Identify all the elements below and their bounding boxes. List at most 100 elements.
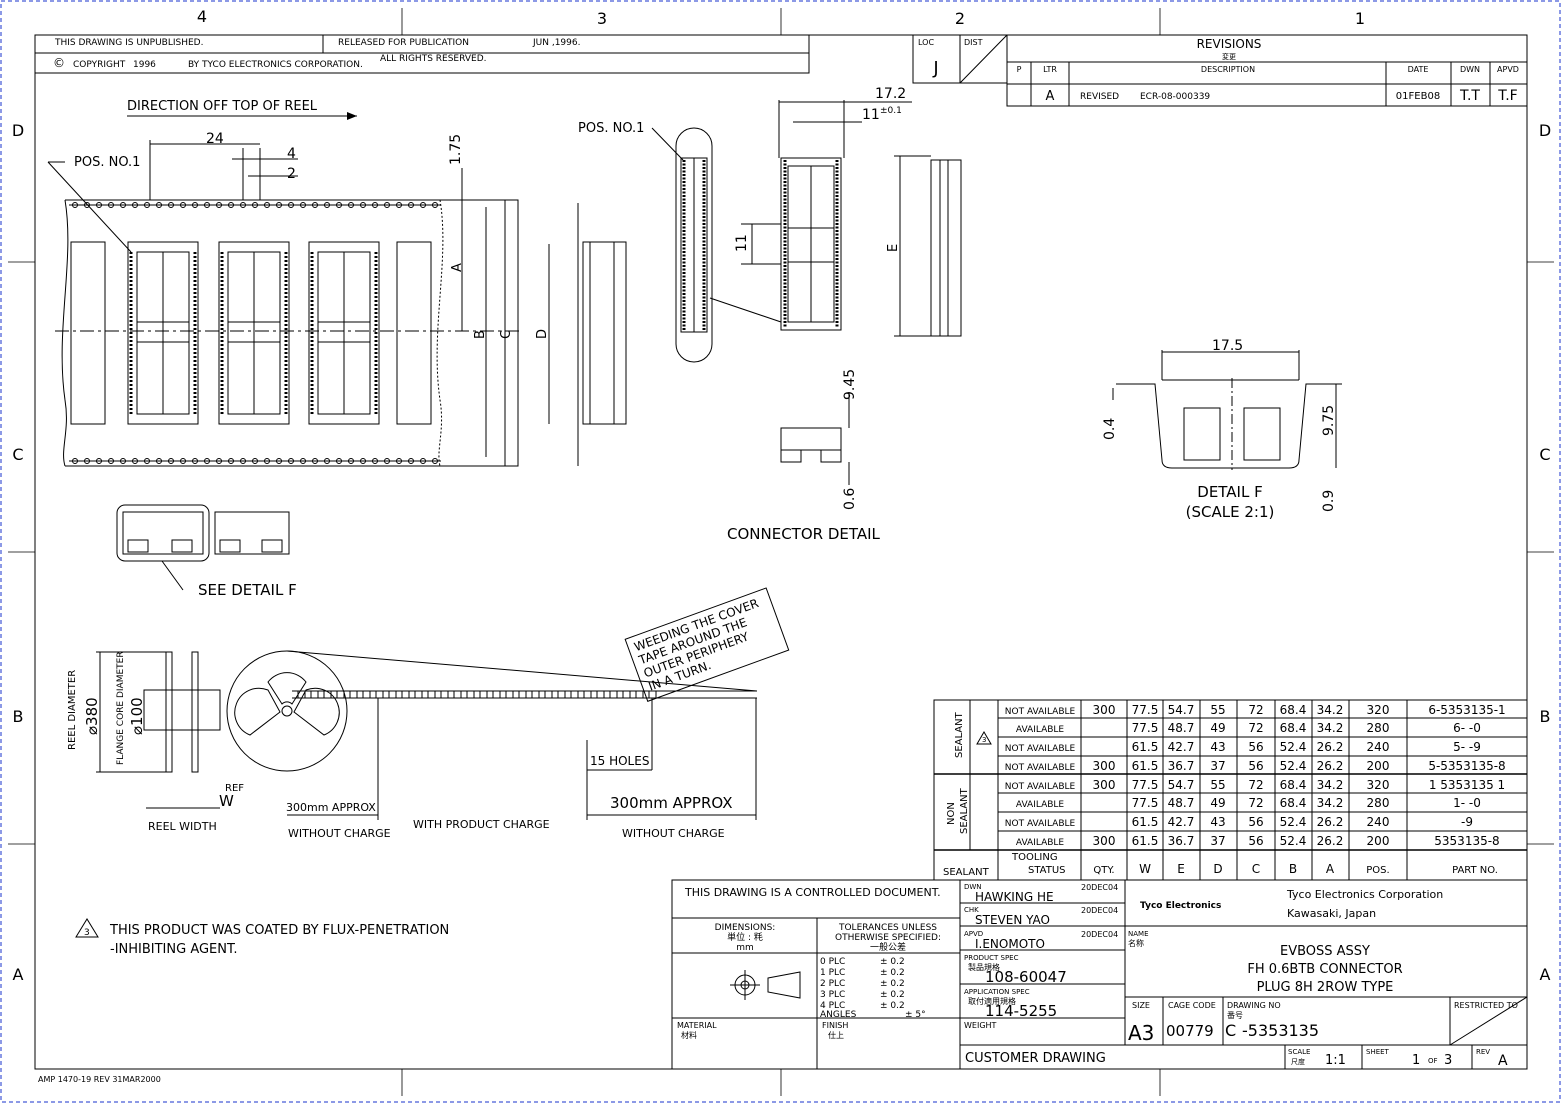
controlled-document: THIS DRAWING IS A CONTROLLED DOCUMENT. [684,886,941,899]
plc-3: 3 PLC [820,990,845,1000]
table-cell: 54.7 [1168,778,1195,792]
app-spec-jp: 取付適用規格 [968,996,1016,1006]
table-cell: 26.2 [1317,759,1344,773]
detail-f-dim-0-4: 0.4 [1102,418,1118,440]
sheet-label: SHEET [1366,1048,1390,1056]
table-cell: 61.5 [1132,740,1159,754]
table-cell: 77.5 [1132,796,1159,810]
released-text: RELEASED FOR PUBLICATION [338,38,469,48]
sheet-total: 3 [1444,1053,1452,1068]
col-qty: QTY. [1093,865,1114,876]
table-cell-status: AVAILABLE [1016,725,1065,735]
plc-4-val: ± 0.2 [880,1001,905,1011]
w-label: W [219,792,234,810]
dim-1-75: 1.75 [448,134,464,165]
tape-pocket [635,690,644,699]
table-cell: 49 [1210,796,1225,810]
tape-pocket [297,690,306,699]
carrier-tape-view: DIRECTION OFF TOP OF REEL POS. NO.1 24 [47,99,520,467]
flux-note-line-1: THIS PRODUCT WAS COATED BY FLUX-PENETRAT… [109,923,449,938]
table-cell: 300 [1093,703,1116,717]
plc-0-val: ± 0.2 [880,957,905,967]
weight-label: WEIGHT [964,1021,997,1030]
table-cell: 36.7 [1168,759,1195,773]
detail-f-scale: (SCALE 2:1) [1186,503,1275,521]
unpublished-text: THIS DRAWING IS UNPUBLISHED. [54,38,203,48]
drawing-no-label: DRAWING NO [1227,1001,1281,1010]
table-cell: 300 [1093,778,1116,792]
without-charge-left: WITHOUT CHARGE [288,827,391,840]
plc-1: 1 PLC [820,968,845,978]
dist-label: DIST [964,38,983,47]
holes-label: 15 HOLES [590,754,649,768]
chk-name: STEVEN YAO [975,913,1050,927]
table-cell: 26.2 [1317,740,1344,754]
table-cell: 240 [1367,740,1390,754]
chk-label: CHK [964,906,979,914]
zone-col-3: 3 [597,9,607,28]
rev-header-desc: DESCRIPTION [1201,65,1255,74]
col-e: E [1177,862,1185,876]
rights-text: ALL RIGHTS RESERVED. [380,54,487,64]
group-non-sealant: SEALANT [959,787,970,834]
tape-pocket [557,690,566,699]
name-jp: 名称 [1128,938,1144,948]
dim-17-2: 17.2 [875,86,906,102]
cage-label: CAGE CODE [1168,1001,1216,1010]
tolerances-label: TOLERANCES UNLESS [838,923,937,933]
rev-header-apvd: APVD [1497,65,1519,74]
table-cell: 320 [1367,778,1390,792]
table-cell: 200 [1367,834,1390,848]
tape-pocket [388,690,397,699]
otherwise-label: OTHERWISE SPECIFIED: [835,933,941,943]
dim-a: A [450,263,465,272]
col-w: W [1139,862,1151,876]
flux-note: 3 THIS PRODUCT WAS COATED BY FLUX-PENETR… [75,918,449,957]
finish-jp: 仕上 [828,1030,844,1040]
plc-0: 0 PLC [820,957,845,967]
reel-width-label: REEL WIDTH [148,820,217,833]
company-name: Tyco Electronics Corporation [1286,888,1443,901]
rev-header-p: P [1017,65,1022,74]
drawing-no-jp: 番号 [1227,1010,1243,1020]
reel-diameter-value: ⌀380 [83,697,101,735]
table-cell: 1- -0 [1453,796,1481,810]
table-cell: 72 [1248,778,1263,792]
tape-pocket [453,690,462,699]
table-cell-status: AVAILABLE [1016,838,1065,848]
customer-drawing: CUSTOMER DRAWING [965,1051,1106,1066]
tape-pocket [414,690,423,699]
pocket-1 [127,241,199,425]
table-cell: 240 [1367,815,1390,829]
sprocket-holes-top [69,202,441,208]
table-cell: 72 [1248,703,1263,717]
rev-label: REV [1476,1048,1490,1056]
table-cell-status: AVAILABLE [1016,800,1065,810]
tape-pocket [323,690,332,699]
dwn-date: 20DEC04 [1081,883,1118,892]
size-value: A3 [1128,1021,1154,1045]
tape-side-view: D [535,203,627,466]
finish-label: FINISH [822,1021,848,1030]
see-detail-f-section: SEE DETAIL F [116,504,297,599]
drawing-no-prefix: C [1225,1021,1236,1040]
dim-d: D [535,329,550,339]
copyright-symbol: © [53,56,65,70]
table-cell: 42.7 [1168,740,1195,754]
copyright-owner: BY TYCO ELECTRONICS CORPORATION. [188,60,363,70]
connector-detail-label: CONNECTOR DETAIL [727,525,881,543]
rev-value: A [1498,1053,1508,1069]
tape-pocket [531,690,540,699]
table-cell: 320 [1367,703,1390,717]
dimensions-label: DIMENSIONS: [715,923,776,933]
table-cell: 1 5353135 1 [1429,778,1505,792]
zone-row-c: C [12,445,23,464]
table-cell: 55 [1210,703,1225,717]
table-cell: 36.7 [1168,834,1195,848]
rev-date: 01FEB08 [1396,91,1440,102]
table-cell: 72 [1248,796,1263,810]
dim-24: 24 [206,131,224,147]
pos-no-label-connector: POS. NO.1 [578,121,644,136]
rev-dwn: T.T [1459,88,1480,104]
